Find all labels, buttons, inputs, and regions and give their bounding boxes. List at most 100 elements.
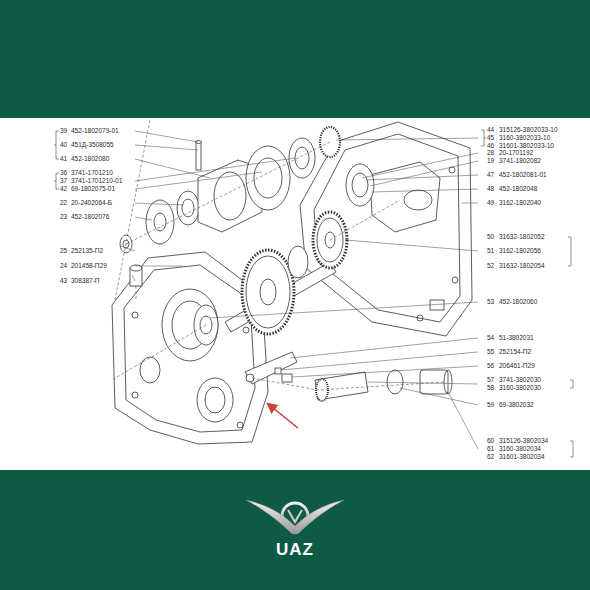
part-number: 69-3802032 — [499, 401, 534, 409]
callout-number: 45 — [487, 134, 494, 142]
breather-cap — [196, 141, 202, 144]
drawing-stroke — [126, 142, 330, 244]
thrust-ring — [320, 127, 340, 157]
bolt-hole — [237, 422, 243, 428]
part-number: 3160-3802033-10 — [499, 134, 550, 142]
part-number: 452-1802081-01 — [499, 171, 547, 179]
drawing-stroke — [135, 131, 198, 142]
callout-number: 60 — [487, 437, 494, 445]
spacer-ring — [288, 246, 308, 278]
callout-number: 24 — [60, 262, 67, 270]
part-number: 452-1802076 — [71, 213, 109, 221]
part-number: 452-1802079-01 — [71, 127, 119, 135]
drawing-stroke — [570, 441, 573, 457]
drawing-stroke — [135, 172, 262, 189]
part-number: 252154-П2 — [499, 348, 531, 356]
part-number: 252135-П2 — [71, 247, 103, 255]
drawing-stroke — [281, 352, 478, 370]
bolt — [282, 374, 292, 382]
bolt-hole — [417, 315, 423, 321]
drive-shaft — [315, 372, 368, 400]
callout-number: 23 — [60, 213, 67, 221]
part-number: 51-3802031 — [499, 334, 534, 342]
assembly-lines — [112, 120, 445, 390]
part-number: 315126-3802034 — [499, 437, 548, 445]
callout-number: 57 — [487, 376, 494, 384]
housing-port — [404, 190, 432, 210]
drawing-stroke — [135, 145, 198, 150]
bush-end — [444, 370, 452, 394]
drawing-stroke — [372, 189, 478, 192]
bearing-bore — [162, 289, 218, 361]
part-number: 201458-П29 — [71, 262, 107, 270]
bearing-race — [295, 147, 309, 169]
callout-number: 43 — [60, 277, 67, 285]
drawing-stroke — [330, 200, 400, 240]
part-number: 3162-1802040 — [499, 199, 541, 207]
callout-number: 61 — [487, 445, 494, 453]
part-number: 3741-3802030 — [499, 376, 541, 384]
gasket — [246, 146, 290, 210]
callout-number: 44 — [487, 126, 494, 134]
drawing-stroke — [568, 237, 571, 266]
shift-lever — [245, 352, 297, 384]
callout-number: 19 — [487, 157, 494, 165]
header-band — [0, 0, 590, 118]
drawing-stroke — [135, 158, 295, 181]
callout-number: 39 — [60, 127, 67, 135]
part-number: 20-2402064-Б — [71, 199, 112, 207]
callout-number: 42 — [60, 185, 67, 193]
callout-number: 22 — [60, 199, 67, 207]
callout-number: 47 — [487, 171, 494, 179]
o-ring — [387, 370, 403, 394]
bolt-hole — [452, 277, 458, 283]
housing-boss — [430, 300, 444, 310]
seal-bore — [352, 173, 368, 197]
bearing — [289, 138, 315, 178]
drawing-stroke — [135, 203, 184, 205]
drawing-stroke — [288, 510, 302, 522]
callout-number: 49 — [487, 199, 494, 207]
housing-flange — [314, 134, 460, 322]
pointer-arrow — [268, 404, 298, 428]
shaft-bore — [197, 378, 233, 422]
bolt-hole — [132, 392, 138, 398]
callout-number: 25 — [60, 247, 67, 255]
drawing-stroke — [135, 159, 210, 178]
cap-bore — [214, 172, 246, 220]
callout-number: 50 — [487, 233, 494, 241]
drawing-stroke — [290, 338, 478, 358]
part-number: 452-1802048 — [499, 185, 537, 193]
part-number: 315126-3802033-10 — [499, 126, 558, 134]
drawing-stroke — [136, 286, 137, 300]
seal-bore — [182, 199, 194, 217]
drawing-stroke — [292, 366, 478, 377]
drive-gear — [242, 250, 294, 334]
callout-number: 48 — [487, 185, 494, 193]
washer — [275, 368, 281, 374]
bolt-hole — [449, 167, 455, 173]
drawing-stroke — [135, 266, 183, 267]
housing-rim — [124, 265, 255, 432]
callout-number: 55 — [487, 348, 494, 356]
part-number: 3741-1701210-01 — [71, 177, 122, 185]
part-number: 20-1701192 — [499, 149, 533, 157]
part-number: 3162-1802056 — [499, 247, 541, 255]
callout-number: 56 — [487, 362, 494, 370]
part-number: 31632-1802052 — [499, 233, 545, 241]
bolt-hole — [243, 327, 249, 333]
drawing-stroke — [345, 240, 478, 251]
callout-number: 53 — [487, 298, 494, 306]
brand-name: UAZ — [276, 540, 314, 560]
callout-number: 51 — [487, 247, 494, 255]
breather-tube — [196, 142, 201, 170]
callout-number: 52 — [487, 262, 494, 270]
callout-number: 40 — [60, 141, 67, 149]
exploded-view — [112, 122, 472, 444]
drawing-stroke — [368, 382, 478, 384]
drawing-stroke — [481, 130, 486, 146]
callout-number: 46 — [487, 142, 494, 150]
leader-lines — [120, 131, 478, 449]
